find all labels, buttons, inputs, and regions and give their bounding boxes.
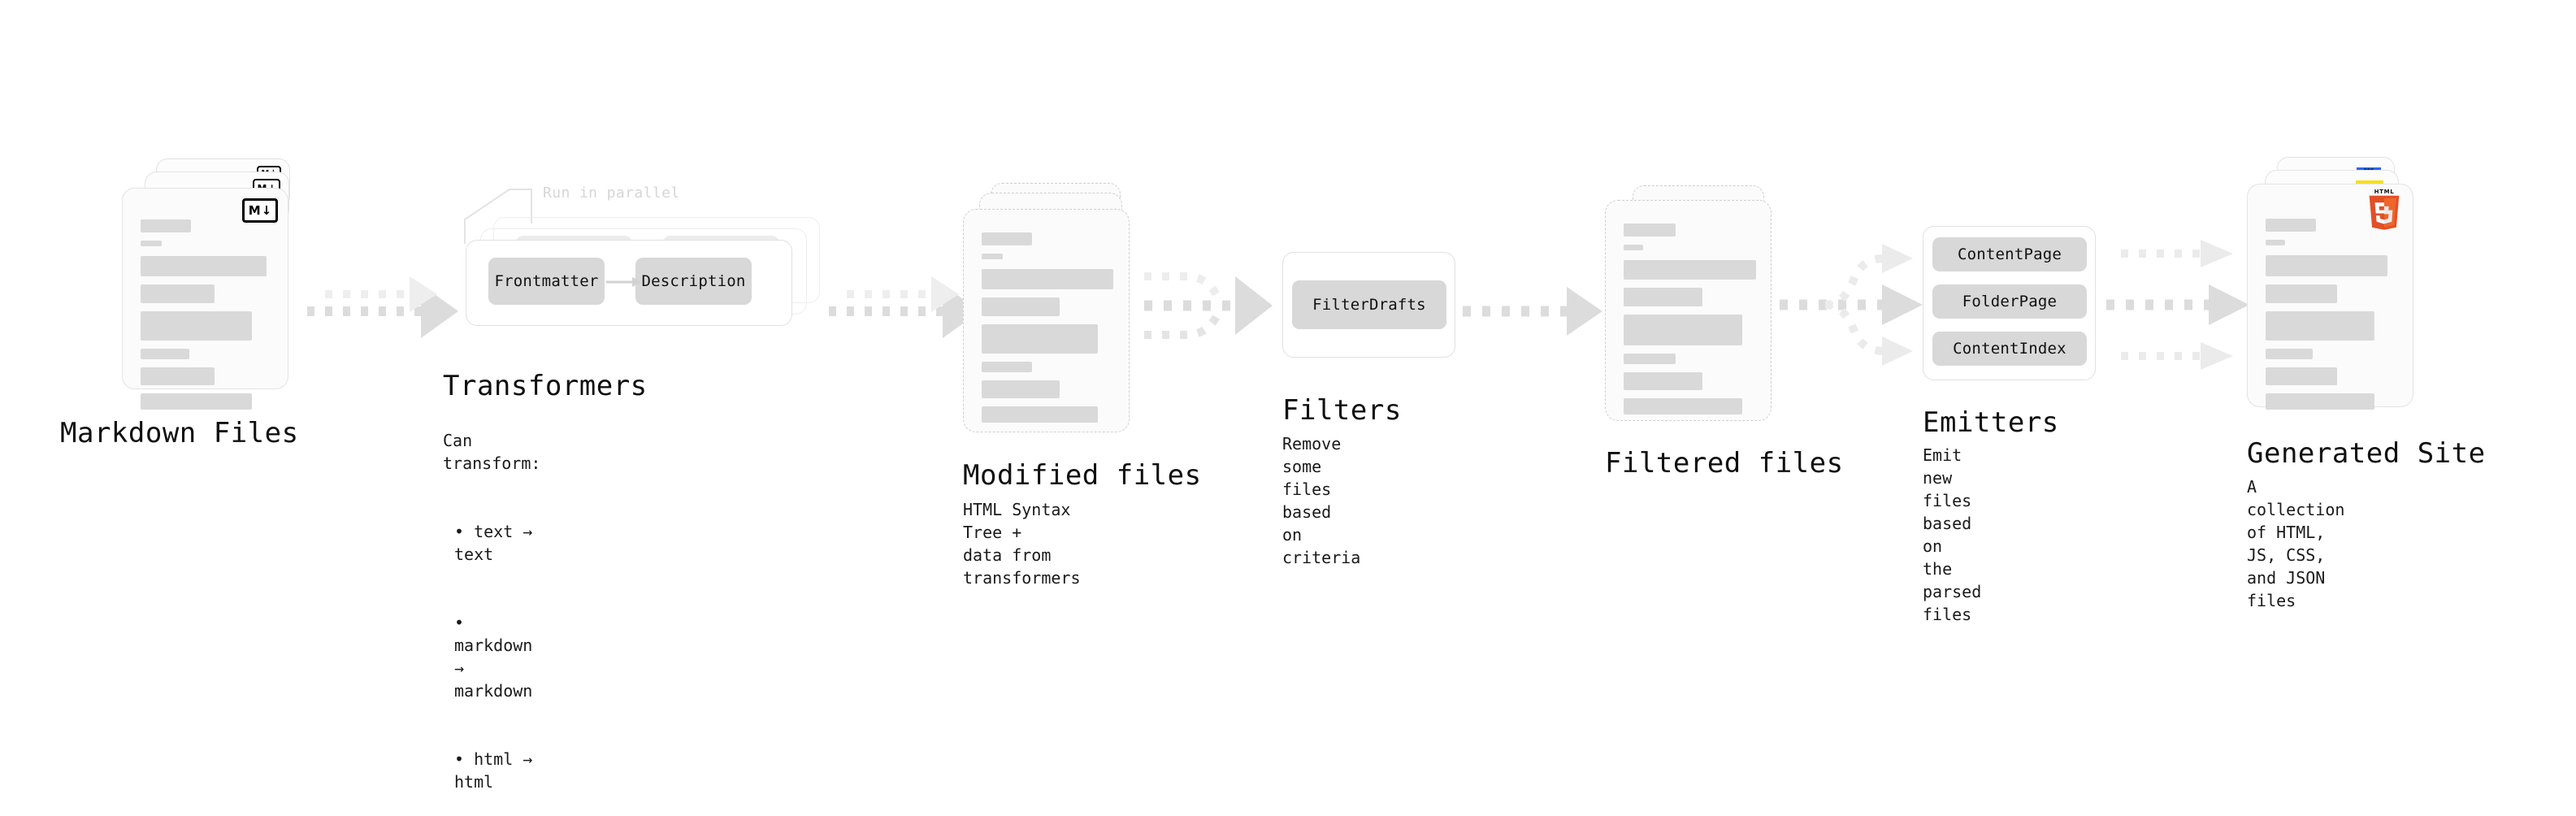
stage-title-modified-files: Modified files bbox=[963, 459, 1202, 492]
stage-title-generated-site: Generated Site bbox=[2247, 437, 2486, 470]
stage-title-transformers: Transformers bbox=[443, 370, 648, 402]
transformers-bullet-0: • text → text bbox=[454, 522, 533, 564]
modified-card-front bbox=[963, 209, 1130, 432]
run-in-parallel-label: Run in parallel bbox=[543, 184, 680, 202]
markdown-card-front: M↓ bbox=[122, 188, 288, 410]
stage-title-emitters: Emitters bbox=[1923, 406, 2059, 439]
markdown-badge-icon: M↓ bbox=[242, 198, 278, 223]
emitters-chip-contentindex[interactable]: ContentIndex bbox=[1932, 332, 2087, 366]
stage-title-filters: Filters bbox=[1282, 394, 1402, 427]
pipeline-diagram: M↓ M↓ M↓ Markdown Fil bbox=[60, 157, 2486, 792]
doc-content-lines bbox=[141, 219, 271, 418]
stage-desc-generated-site: A collection of HTML, JS, CSS, and JSON … bbox=[2247, 477, 2345, 610]
connector-modified-to-filters bbox=[1144, 272, 1273, 339]
stage-desc-emitters: Emit new files based on the parsed files bbox=[1923, 445, 1982, 624]
stage-desc-filters: Remove some files based on criteria bbox=[1282, 434, 1361, 567]
emitters-chip-contentpage[interactable]: ContentPage bbox=[1932, 237, 2087, 271]
doc-content-lines bbox=[982, 232, 1113, 431]
connector-md-to-transformers bbox=[307, 276, 458, 338]
transformer-chip-frontmatter[interactable]: Frontmatter bbox=[488, 258, 605, 305]
filters-chip-filterdrafts[interactable]: FilterDrafts bbox=[1292, 280, 1446, 329]
connector-filtered-to-emitters bbox=[1780, 244, 1923, 366]
emitters-chip-folderpage[interactable]: FolderPage bbox=[1932, 284, 2087, 319]
transformers-bullet-2: • html → html bbox=[454, 749, 533, 792]
connector-transformers-to-modified bbox=[829, 276, 980, 338]
html5-logo-icon: HTML bbox=[2369, 188, 2400, 230]
generated-card-front: HTML bbox=[2247, 184, 2413, 410]
stage-title-markdown-files: Markdown Files bbox=[60, 417, 299, 449]
stage-desc-modified-files: HTML Syntax Tree + data from transformer… bbox=[963, 500, 1081, 588]
stage-title-filtered-files: Filtered files bbox=[1605, 447, 1844, 480]
connector-filters-to-filtered bbox=[1463, 287, 1602, 336]
doc-content-lines bbox=[1624, 224, 1756, 423]
transformer-chip-description[interactable]: Description bbox=[635, 258, 752, 305]
run-in-parallel-leader bbox=[464, 189, 532, 244]
svg-text:HTML: HTML bbox=[2374, 188, 2395, 195]
transformer-inner-arrow bbox=[606, 277, 642, 287]
doc-content-lines bbox=[2266, 219, 2396, 418]
connector-emitters-to-site bbox=[2106, 240, 2249, 370]
stage-desc-transformers: Can transform: • text → text • markdown … bbox=[443, 406, 540, 816]
transformers-desc-lead: Can transform: bbox=[443, 431, 541, 473]
filtered-card-front bbox=[1605, 200, 1772, 421]
transformers-bullet-1: • markdown → markdown bbox=[454, 613, 533, 701]
